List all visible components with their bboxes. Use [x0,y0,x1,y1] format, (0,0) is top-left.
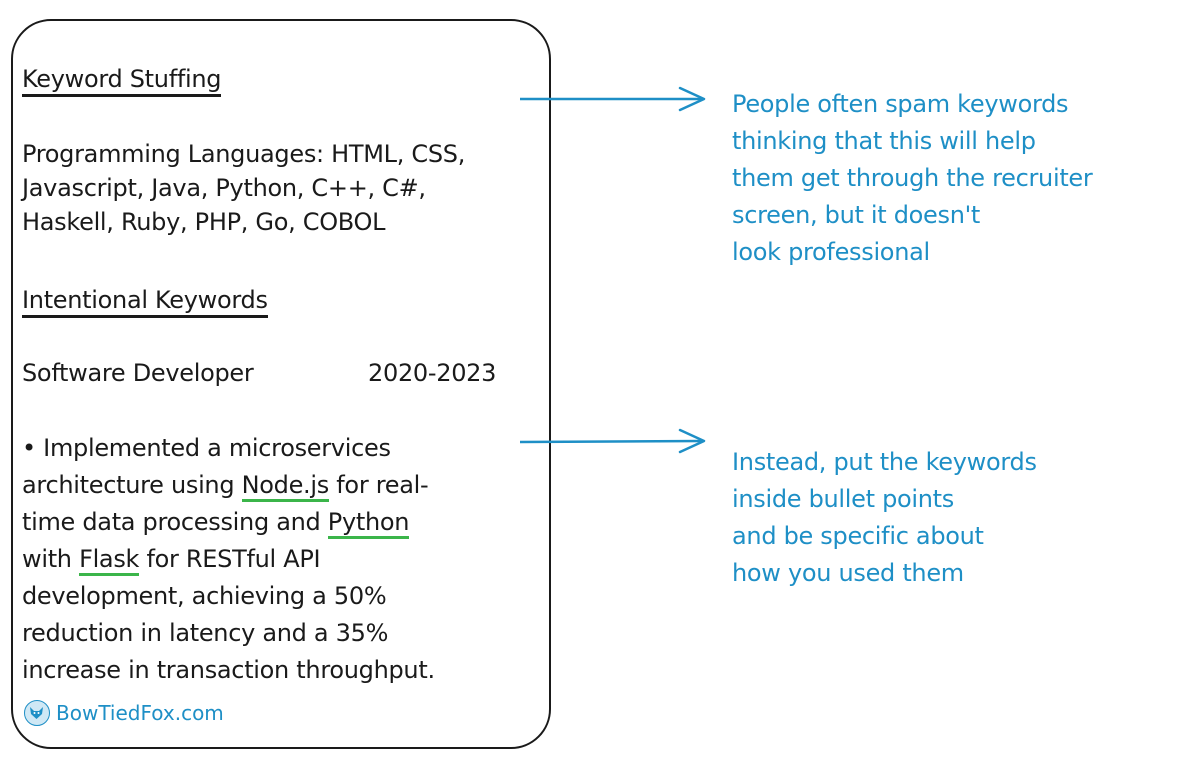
note-line: Instead, put the keywords [732,448,1037,476]
stuffing-line: Javascript, Java, Python, C++, C#, [22,174,426,202]
note-line: how you used them [732,559,964,587]
stuffing-line: Programming Languages: HTML, CSS, [22,140,466,168]
note-line: them get through the recruiter [732,164,1093,192]
note-keyword-stuffing: People often spam keywords thinking that… [732,86,1093,271]
keyword-flask: Flask [79,545,139,576]
resume-card [11,19,551,749]
note-intentional-keywords: Instead, put the keywords inside bullet … [732,444,1037,592]
fox-logo-icon [24,700,50,726]
bullet-line: with Flask for RESTful API [22,541,435,578]
note-line: inside bullet points [732,485,954,513]
note-line: thinking that this will help [732,127,1036,155]
keyword-node: Node.js [241,471,329,502]
note-line: look professional [732,238,930,266]
note-line: screen, but it doesn't [732,201,981,229]
stuffing-example: Programming Languages: HTML, CSS, Javasc… [22,137,465,239]
bullet-line: time data processing and Python [22,504,435,541]
note-line: and be specific about [732,522,984,550]
bullet-line: development, achieving a 50% [22,582,387,610]
note-line: People often spam keywords [732,90,1069,118]
intentional-keywords-heading: Intentional Keywords [22,283,268,318]
bullet-line: architecture using Node.js for real- [22,467,435,504]
bullet-point: • Implemented a microservices architectu… [22,430,435,689]
brand-footer: BowTiedFox.com [24,700,224,726]
job-row: Software Developer 2020-2023 [22,356,544,390]
brand-link[interactable]: BowTiedFox.com [56,701,224,725]
arrow-top-icon [520,86,706,112]
bullet-line: • Implemented a microservices [22,434,391,462]
bullet-line: reduction in latency and a 35% [22,619,389,647]
arrow-bottom-icon [520,428,706,454]
stuffing-line: Haskell, Ruby, PHP, Go, COBOL [22,208,386,236]
bullet-line: increase in transaction throughput. [22,656,435,684]
keyword-python: Python [327,508,410,539]
keyword-stuffing-heading: Keyword Stuffing [22,62,222,97]
job-title: Software Developer [22,359,254,387]
job-years: 2020-2023 [368,359,497,387]
